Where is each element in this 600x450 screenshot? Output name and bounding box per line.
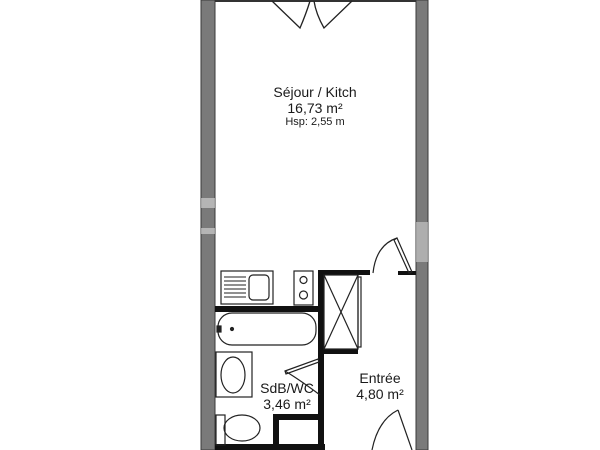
washbasin-icon [215,351,253,398]
closet-icon [323,274,362,350]
room-name: Séjour / Kitch [273,84,357,100]
cooktop-icon [293,270,314,306]
window-door-top [271,0,353,30]
toilet-icon [215,414,261,446]
door-swing-upper [372,237,413,274]
room-label-sdb: SdB/WC 3,46 m² [246,380,328,412]
room-name: SdB/WC [260,380,314,396]
watermark [201,198,428,262]
room-area: 4,80 m² [356,386,404,403]
room-ceiling-height: Hsp: 2,55 m [285,116,345,129]
partitions [215,270,416,450]
room-label-sejour: Séjour / Kitch 16,73 m² Hsp: 2,55 m [240,84,390,129]
bathtub-icon [216,312,317,346]
kitchen-sink-icon [220,270,274,305]
door-swing-bathroom [284,358,321,396]
door-swing-entrance [371,409,413,450]
room-label-entree: Entrée 4,80 m² [340,370,420,402]
room-name: Entrée [359,370,401,386]
room-area: 3,46 m² [263,396,311,413]
room-area: 16,73 m² [287,100,343,117]
